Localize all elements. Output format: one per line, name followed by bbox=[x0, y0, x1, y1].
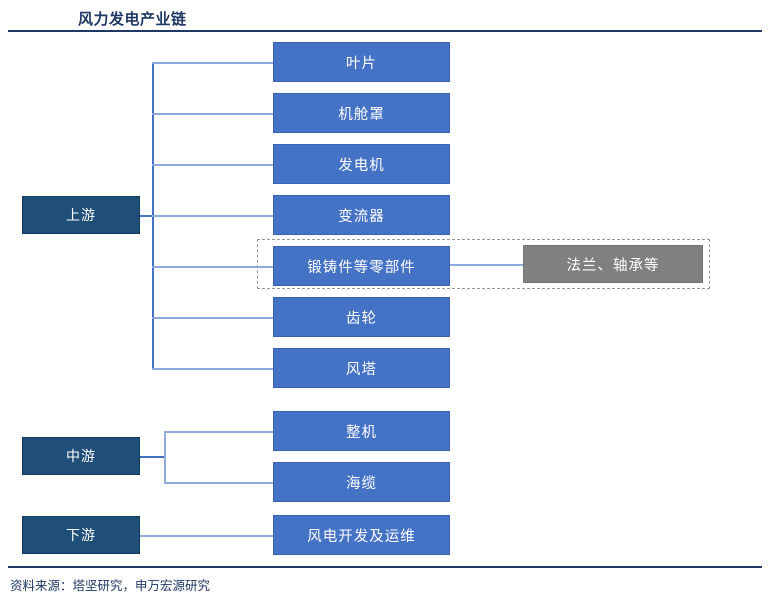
item-label-complete-machine: 整机 bbox=[346, 424, 377, 441]
item-label-blade: 叶片 bbox=[346, 55, 377, 72]
item-box-wind-dev-and-om[interactable]: 风电开发及运维 bbox=[273, 515, 450, 555]
connector-midstream-branch-1 bbox=[164, 431, 274, 433]
stage-label-midstream: 中游 bbox=[66, 448, 96, 464]
item-box-generator[interactable]: 发电机 bbox=[273, 144, 450, 184]
connector-upstream-stub bbox=[140, 215, 153, 217]
item-label-gear: 齿轮 bbox=[346, 310, 377, 327]
connector-midstream-stub bbox=[140, 456, 165, 458]
highlight-frame-forging-components bbox=[257, 239, 710, 289]
title-divider bbox=[8, 30, 762, 32]
stage-box-upstream[interactable]: 上游 bbox=[22, 196, 140, 234]
item-box-submarine-cable[interactable]: 海缆 bbox=[273, 462, 450, 502]
stage-label-downstream: 下游 bbox=[66, 527, 96, 543]
stage-box-downstream[interactable]: 下游 bbox=[22, 516, 140, 554]
value-chain-diagram: 上游 中游 下游 叶片 机舱罩 发电机 变流器 锻铸件等零部件 齿轮 风塔 法兰… bbox=[0, 32, 770, 566]
item-box-gear[interactable]: 齿轮 bbox=[273, 297, 450, 337]
item-box-complete-machine[interactable]: 整机 bbox=[273, 411, 450, 451]
item-label-wind-tower: 风塔 bbox=[346, 361, 377, 378]
footer-divider bbox=[8, 566, 762, 568]
connector-upstream-branch-2 bbox=[152, 113, 274, 115]
connector-upstream-branch-6 bbox=[152, 317, 274, 319]
item-box-converter[interactable]: 变流器 bbox=[273, 195, 450, 235]
connector-midstream-branch-2 bbox=[164, 482, 274, 484]
connector-forging-to-flange bbox=[450, 264, 523, 266]
connector-upstream-branch-1 bbox=[152, 62, 274, 64]
connector-upstream-branch-3 bbox=[152, 164, 274, 166]
stage-box-midstream[interactable]: 中游 bbox=[22, 437, 140, 475]
connector-downstream bbox=[140, 535, 274, 537]
connector-midstream-spine bbox=[164, 431, 166, 482]
connector-upstream-branch-7 bbox=[152, 368, 274, 370]
connector-upstream-branch-4 bbox=[152, 215, 274, 217]
item-label-forged-cast-components: 锻铸件等零部件 bbox=[307, 259, 416, 276]
item-box-nacelle-cover[interactable]: 机舱罩 bbox=[273, 93, 450, 133]
item-box-forged-cast-components[interactable]: 锻铸件等零部件 bbox=[273, 246, 450, 286]
sub-item-box-flange-bearing[interactable]: 法兰、轴承等 bbox=[523, 245, 703, 283]
item-box-wind-tower[interactable]: 风塔 bbox=[273, 348, 450, 388]
item-label-generator: 发电机 bbox=[338, 157, 385, 174]
item-label-converter: 变流器 bbox=[338, 208, 385, 225]
item-label-wind-dev-and-om: 风电开发及运维 bbox=[307, 528, 416, 545]
item-label-submarine-cable: 海缆 bbox=[346, 475, 377, 492]
page-title: 风力发电产业链 bbox=[78, 11, 187, 28]
item-label-nacelle-cover: 机舱罩 bbox=[338, 106, 385, 123]
item-box-blade[interactable]: 叶片 bbox=[273, 42, 450, 82]
connector-upstream-branch-5 bbox=[152, 266, 274, 268]
source-note: 资料来源：塔坚研究，申万宏源研究 bbox=[10, 579, 211, 593]
sub-item-label-flange-bearing: 法兰、轴承等 bbox=[566, 257, 660, 274]
stage-label-upstream: 上游 bbox=[66, 207, 96, 223]
